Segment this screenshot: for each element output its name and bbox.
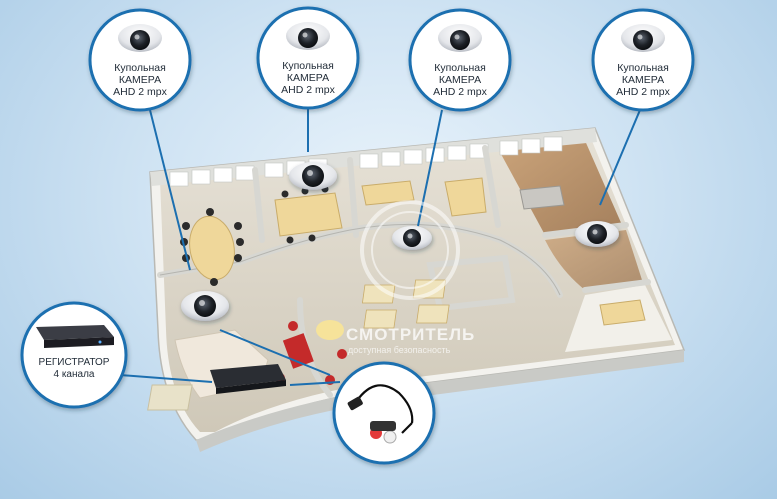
floor-cameras (181, 162, 619, 321)
watermark-logo (360, 200, 460, 300)
connection-lines (119, 105, 641, 386)
watermark-subtitle: доступная безопасность (348, 345, 451, 355)
watermark-title: СМОТРИТЕЛЬ (346, 325, 476, 344)
camera-callouts (88, 6, 695, 112)
floor-recorder (210, 364, 286, 394)
recorder-callout (20, 301, 128, 409)
microphone-callout (332, 361, 436, 465)
